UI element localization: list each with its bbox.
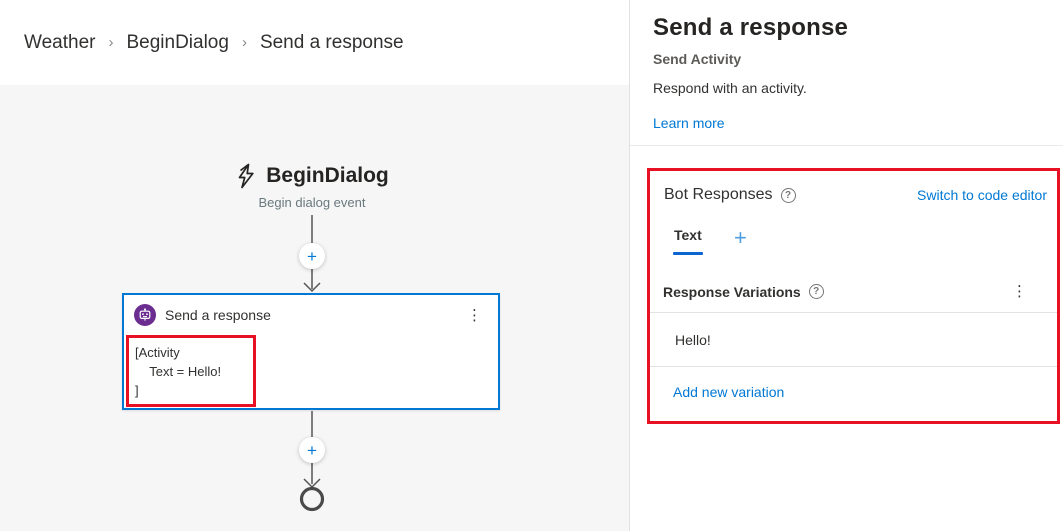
lightning-bolt-icon <box>238 163 254 189</box>
response-variations-header: Response Variations ? ⋮ <box>650 282 1057 301</box>
breadcrumb-item-send-a-response[interactable]: Send a response <box>259 31 404 53</box>
divider <box>650 366 1057 367</box>
learn-more-link[interactable]: Learn more <box>653 115 725 131</box>
breadcrumb: Weather › BeginDialog › Send a response <box>24 32 404 54</box>
response-variations-label: Response Variations <box>663 283 801 300</box>
activity-code-text: [Activity Text = Hello! ] <box>135 345 222 398</box>
switch-to-code-editor-link[interactable]: Switch to code editor <box>917 187 1047 203</box>
tab-text-label: Text <box>674 227 702 243</box>
add-tab-button[interactable]: + <box>734 225 747 250</box>
help-icon[interactable]: ? <box>780 187 796 203</box>
trigger-title-row[interactable]: BeginDialog <box>235 163 389 189</box>
variations-menu-kebab-icon[interactable]: ⋮ <box>1012 283 1027 300</box>
divider <box>650 312 1057 313</box>
tab-text[interactable]: Text <box>673 227 703 255</box>
trigger-title: BeginDialog <box>266 164 389 187</box>
activity-code-highlight: [Activity Text = Hello! ] <box>126 335 256 407</box>
response-tabs: Text + <box>650 227 1057 255</box>
property-panel: Send a response Send Activity Respond wi… <box>629 0 1063 531</box>
response-variations-label-row: Response Variations ? <box>663 284 824 300</box>
breadcrumb-item-weather[interactable]: Weather <box>24 31 96 53</box>
visual-designer: Weather › BeginDialog › Send a response <box>0 0 629 531</box>
panel-subtitle: Send Activity <box>653 51 742 67</box>
add-new-variation-link[interactable]: Add new variation <box>673 384 785 400</box>
breadcrumb-item-begindialog[interactable]: BeginDialog <box>126 31 229 53</box>
help-icon[interactable]: ? <box>808 284 824 299</box>
bot-responses-highlight: Bot Responses ? Switch to code editor Te… <box>647 168 1060 424</box>
bot-responses-header: Bot Responses ? Switch to code editor <box>650 171 1057 204</box>
breadcrumb-separator-icon: › <box>108 34 114 51</box>
node-menu-kebab-icon[interactable]: ⋮ <box>467 306 482 324</box>
node-title: Send a response <box>165 307 271 323</box>
panel-title: Send a response <box>653 14 849 41</box>
send-response-node[interactable]: Send a response ⋮ [Activity Text = Hello… <box>122 293 500 410</box>
breadcrumb-bar: Weather › BeginDialog › Send a response <box>0 0 629 85</box>
node-header: Send a response ⋮ <box>124 295 498 335</box>
flow-end-terminator <box>299 486 325 512</box>
trigger-header: BeginDialog Begin dialog event <box>0 163 624 210</box>
breadcrumb-separator-icon: › <box>241 34 247 51</box>
panel-description: Respond with an activity. <box>653 80 807 96</box>
bot-robot-icon <box>134 304 156 326</box>
bot-responses-label: Bot Responses <box>664 186 773 203</box>
bot-responses-label-row: Bot Responses ? <box>664 186 796 204</box>
add-step-button-bottom[interactable]: + <box>299 437 325 463</box>
variation-item[interactable]: Hello! <box>675 332 711 348</box>
panel-divider <box>630 145 1063 146</box>
add-step-button-top[interactable]: + <box>299 243 325 269</box>
trigger-subtitle: Begin dialog event <box>258 195 366 210</box>
flow-canvas[interactable]: BeginDialog Begin dialog event + + <box>0 85 629 531</box>
active-tab-indicator <box>673 252 703 255</box>
